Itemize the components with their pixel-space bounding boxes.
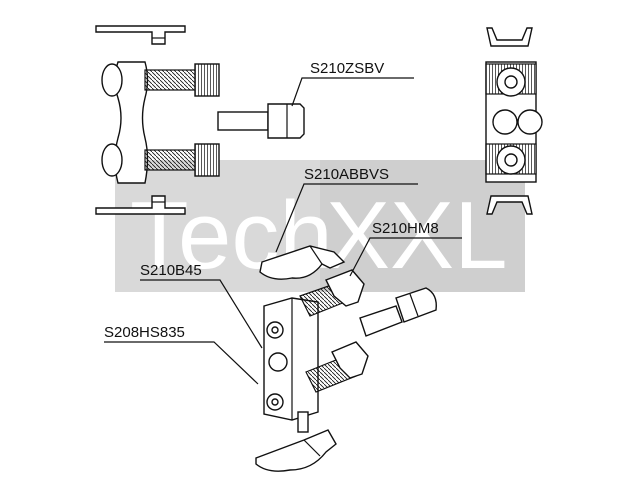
thread-lower	[144, 149, 198, 171]
label-cover: S210ABBVS	[275, 166, 418, 253]
clamp-body	[114, 61, 149, 184]
key-part	[217, 103, 305, 139]
label-block-text: S210B45	[140, 262, 202, 279]
thread-upper	[144, 69, 198, 91]
nut-lower	[194, 143, 220, 177]
nut-upper	[194, 63, 220, 97]
label-hammer-nut: S210HM8	[349, 220, 462, 277]
iso-cover-top	[259, 245, 346, 280]
front-top-clip	[486, 27, 533, 47]
iso-screw-stem	[297, 411, 309, 433]
label-top-part: S210ZSBV	[291, 60, 414, 107]
label-top-part-text: S210ZSBV	[310, 60, 384, 77]
label-block: S210B45	[140, 262, 263, 349]
iso-hammer-nut-upper	[325, 269, 365, 307]
label-screw: S208HS835	[104, 324, 259, 385]
top-plate	[95, 25, 186, 45]
label-cover-text: S210ABBVS	[304, 166, 389, 183]
front-view-assembly	[485, 27, 543, 215]
screw-head-upper	[101, 63, 123, 97]
front-bottom-clip	[486, 195, 533, 215]
side-view-assembly	[95, 25, 220, 215]
iso-hammer-nut-lower	[331, 341, 369, 379]
front-hole-right	[517, 109, 543, 135]
label-screw-text: S208HS835	[104, 324, 185, 341]
bottom-plate	[95, 195, 186, 215]
screw-head-lower	[101, 143, 123, 177]
label-hammer-nut-text: S210HM8	[372, 220, 439, 237]
front-hole-left	[492, 109, 518, 135]
watermark-text-right: XXL	[326, 182, 507, 289]
iso-assembly	[255, 245, 369, 472]
iso-cover-bottom	[255, 429, 337, 472]
iso-key-part	[359, 287, 437, 337]
